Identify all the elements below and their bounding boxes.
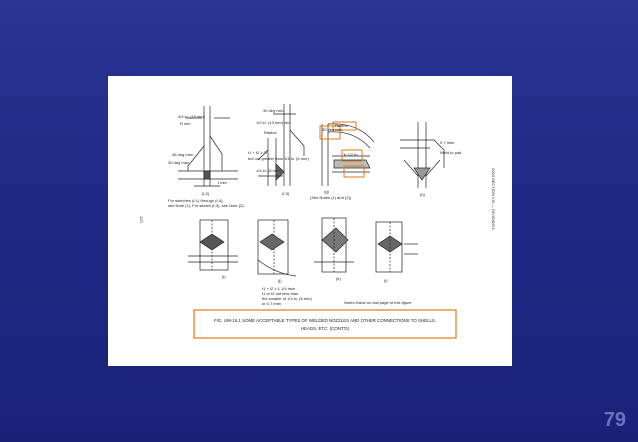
sketch-h — [400, 122, 445, 188]
annotation-a6: 1/2 in. (13 mm) min. — [256, 120, 292, 125]
figure-drawing: 3/4 in. (19 mm) R min. 45 deg max. 30 de… — [139, 104, 496, 339]
annotation-a19: (See Notes (1) and (2)) — [310, 195, 352, 200]
annotation-a22: the smaller of 1/4 in. (6 mm) — [262, 296, 312, 301]
annotation-a12: Radius — [335, 123, 347, 128]
figure-caption-line2: HEADS, ETC. (CONT'D) — [301, 326, 350, 331]
annotation-a8: t1 + t2 ≥ 2t — [248, 150, 268, 155]
sketch-label-f2: (f-2) — [202, 191, 210, 196]
sketch-label-j: (j) — [278, 278, 282, 283]
annotation-a17: For sketches (f-1) through (f-4), — [168, 198, 224, 203]
annotation-a4: 30 deg max. — [168, 160, 190, 165]
annotation-a9: but not greater than 1/4 in. (6 mm) — [248, 156, 309, 161]
sketch-label-i: (i) — [222, 274, 226, 279]
sketch-label-l: (l) — [384, 278, 388, 283]
slide-number: 79 — [603, 409, 626, 431]
annotation-a21: t1 or t2 not less than — [262, 291, 298, 296]
annotation-a18: see Note (1). For sketch (f-3), see Note… — [168, 203, 245, 208]
notes-reference: Notes follow on last page of this figure — [344, 300, 412, 305]
sketch-j — [257, 219, 297, 277]
sketch-label-g: (g) — [324, 189, 330, 194]
highlight-boxes — [319, 121, 365, 178]
annotation-a3: 45 deg max. — [172, 152, 194, 157]
annotation-a5: 30 deg min. — [263, 108, 284, 113]
side-label: 2004 SECTION VIII — DIVISION 1 — [491, 168, 496, 231]
annotation-a13: tr 1/2 tn — [344, 152, 358, 157]
annotation-a1: 3/4 in. (19 mm) — [178, 114, 206, 119]
sketch-k — [314, 217, 354, 273]
annotation-a14: 0.7 tmin — [440, 140, 454, 145]
sketch-label-f3: (f-3) — [282, 191, 290, 196]
sketch-l — [375, 221, 418, 273]
caption-box — [193, 309, 457, 339]
annotation-a10: 1/4 in. (6 mm) — [256, 168, 281, 173]
sketch-label-h: (h) — [420, 192, 426, 197]
annotation-a7: Radius — [264, 130, 276, 135]
annotation-a20: t1 + t2 ≥ 1 1/4 tmin — [262, 286, 295, 291]
sketch-i — [188, 219, 238, 271]
sketch-f2 — [178, 106, 238, 187]
annotation-a15: Weld to pad — [440, 150, 461, 155]
annotation-a23: or 0.7 tmin — [262, 301, 281, 306]
figure-caption-line1: FIG. UW-16.1 SOME ACCEPTABLE TYPES OF WE… — [214, 318, 436, 323]
annotation-a16: t min. — [218, 180, 228, 185]
annotation-a2: R min. — [180, 121, 192, 126]
sketch-f3 — [257, 104, 305, 186]
annotation-a11: 30 deg min. — [322, 127, 343, 132]
page-number: 123 — [139, 216, 144, 223]
document-page: 3/4 in. (19 mm) R min. 45 deg max. 30 de… — [108, 76, 512, 366]
sketch-label-k: (k) — [336, 276, 341, 281]
